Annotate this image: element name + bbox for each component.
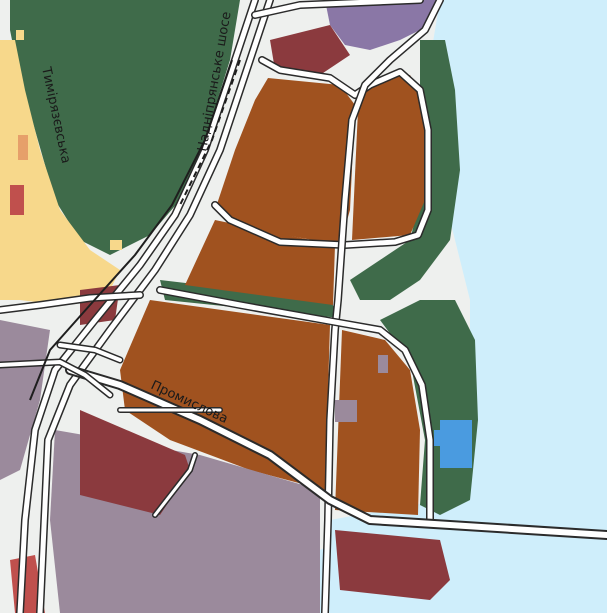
residential-area [0, 40, 120, 305]
commercial-area-top [270, 25, 350, 75]
purple-area [325, 0, 440, 50]
garage-building [335, 400, 357, 422]
industrial-area-north [215, 78, 355, 245]
residential-building [18, 135, 28, 160]
railway [29, 59, 233, 401]
garage-building [378, 355, 388, 373]
industrial-area-south-east [335, 330, 420, 515]
residential-building [110, 240, 122, 250]
railway [179, 59, 241, 206]
residential-building [16, 30, 24, 40]
industrial-area-north-east [352, 75, 425, 240]
commercial-area-southwest [80, 410, 190, 515]
blue-building-small [434, 430, 444, 446]
water-area [330, 0, 607, 613]
forest-strip [160, 280, 340, 318]
industrial-area-south [120, 300, 330, 490]
commercial-area-south [335, 530, 450, 600]
forest-area-east [350, 40, 460, 300]
blue-building [440, 420, 472, 468]
residential-building [10, 185, 24, 215]
